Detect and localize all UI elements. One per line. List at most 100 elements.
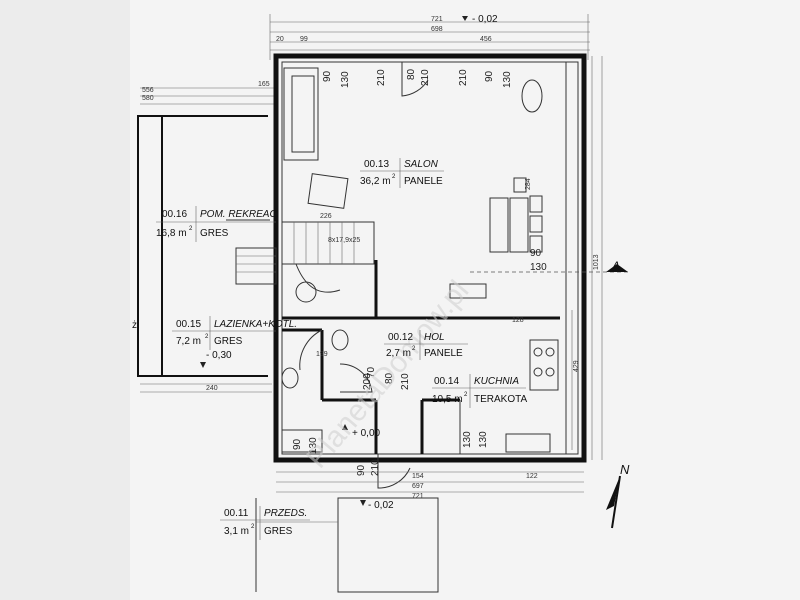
opening-entry-210: 210 xyxy=(370,459,381,476)
level-bottom: - 0,02 xyxy=(368,500,394,511)
room-lazienka: 00.15 LAZIENKA+KOTL. 7,2 m 2 GRES xyxy=(172,316,297,350)
opening-top-3: 210 xyxy=(376,69,387,86)
opening-hol-80: 80 xyxy=(384,372,395,384)
svg-text:GRES: GRES xyxy=(214,336,243,347)
level-top: - 0,02 xyxy=(472,14,498,25)
entrance-porch xyxy=(255,497,439,593)
level-arrow-top xyxy=(462,16,468,21)
svg-text:PANELE: PANELE xyxy=(404,176,443,187)
opening-hol-210: 210 xyxy=(400,373,411,390)
bottom-dimension-lines xyxy=(276,471,584,493)
svg-text:PRZEDS.: PRZEDS. xyxy=(264,508,307,519)
svg-text:3,1 m: 3,1 m xyxy=(224,526,249,537)
room-rekreac: 00.16 POM. REKREAC. 16,8 m 2 GRES xyxy=(156,206,279,242)
svg-text:2: 2 xyxy=(464,392,468,398)
room-salon: 00.13 SALON 36,2 m 2 PANELE xyxy=(360,158,444,188)
svg-text:2: 2 xyxy=(205,334,209,340)
svg-text:GRES: GRES xyxy=(200,228,229,239)
level-arrow-entry xyxy=(342,424,348,430)
svg-text:36,2 m: 36,2 m xyxy=(360,176,391,187)
opening-top-7: 90 xyxy=(484,70,495,82)
svg-text:7,2 m: 7,2 m xyxy=(176,336,201,347)
dim-456-top: 456 xyxy=(480,36,492,43)
opening-right-130: 130 xyxy=(530,262,547,273)
section-mark: A xyxy=(611,259,620,273)
svg-text:SALON: SALON xyxy=(404,159,439,170)
opening-entry-90: 90 xyxy=(356,464,367,476)
svg-text:00.11: 00.11 xyxy=(224,508,249,519)
stairs-dimension: 8x17,9x25 xyxy=(328,237,360,244)
dim-721-top: 721 xyxy=(431,16,443,23)
svg-text:POM. REKREAC.: POM. REKREAC. xyxy=(200,209,279,220)
svg-text:2: 2 xyxy=(189,226,193,232)
svg-text:HOL: HOL xyxy=(424,332,445,343)
svg-text:LAZIENKA+KOTL.: LAZIENKA+KOTL. xyxy=(214,319,297,330)
dim-128: 128 xyxy=(512,317,524,324)
room-przeds: 00.11 PRZEDS. 3,1 m 2 GRES xyxy=(220,506,310,540)
north-arrow-icon xyxy=(606,475,621,529)
level-arrow-bottom xyxy=(360,500,366,506)
svg-text:TERAKOTA: TERAKOTA xyxy=(474,394,527,405)
dim-284: 284 xyxy=(525,178,532,190)
staircase xyxy=(235,221,375,293)
room-kuchnia: 00.14 KUCHNIA 10,5 m 2 TERAKOTA xyxy=(432,374,527,408)
opening-top-5: 210 xyxy=(420,69,431,86)
dim-1013: 1013 xyxy=(593,254,600,270)
svg-text:2: 2 xyxy=(251,524,255,530)
svg-text:00.14: 00.14 xyxy=(434,376,459,387)
opening-hol-70: 70 xyxy=(366,366,377,378)
left-fragment-text: ż xyxy=(132,320,137,331)
level-left: - 0,30 xyxy=(206,350,232,361)
paper-left-shade xyxy=(0,0,130,600)
north-label: N xyxy=(620,462,630,477)
opening-kitchen-130a: 130 xyxy=(462,431,473,448)
dim-165: 165 xyxy=(258,81,270,88)
top-dimension-lines xyxy=(269,14,590,60)
opening-right-90: 90 xyxy=(530,248,542,259)
interior-walls xyxy=(282,260,560,454)
svg-text:00.12: 00.12 xyxy=(388,332,413,343)
svg-text:2: 2 xyxy=(412,346,416,352)
opening-kitchen-130b: 130 xyxy=(478,431,489,448)
top-openings: 90 130 210 80 210 210 90 130 xyxy=(322,68,513,88)
dim-20-top: 20 xyxy=(276,36,284,43)
opening-top-4: 80 xyxy=(406,68,417,80)
svg-text:16,8 m: 16,8 m xyxy=(156,228,187,239)
svg-text:2,7 m: 2,7 m xyxy=(386,348,411,359)
svg-text:00.15: 00.15 xyxy=(176,319,201,330)
dim-226: 226 xyxy=(320,213,332,220)
dim-122: 122 xyxy=(526,473,538,480)
svg-text:PANELE: PANELE xyxy=(424,348,463,359)
dim-429: 429 xyxy=(573,360,580,372)
svg-text:KUCHNIA: KUCHNIA xyxy=(474,376,519,387)
left-neighbour-structure xyxy=(137,87,275,393)
dim-199: 199 xyxy=(316,351,328,358)
furniture xyxy=(281,67,559,453)
opening-top-1: 90 xyxy=(322,70,333,82)
dim-580: 580 xyxy=(142,95,154,102)
dim-240: 240 xyxy=(206,385,218,392)
dim-697: 697 xyxy=(412,483,424,490)
dim-154: 154 xyxy=(412,473,424,480)
opening-top-2: 130 xyxy=(340,71,351,88)
opening-hol-200: 200 xyxy=(362,373,373,390)
svg-text:00.13: 00.13 xyxy=(364,159,389,170)
section-arrow xyxy=(606,264,628,272)
dim-556: 556 xyxy=(142,87,154,94)
svg-text:10,5 m: 10,5 m xyxy=(432,394,463,405)
dim-99-top: 99 xyxy=(300,36,308,43)
opening-top-6: 210 xyxy=(458,69,469,86)
dim-698-top: 698 xyxy=(431,26,443,33)
opening-bath-90: 90 xyxy=(292,438,303,450)
level-arrow-left xyxy=(200,362,206,368)
right-dimension-lines xyxy=(571,56,603,460)
opening-top-8: 130 xyxy=(502,71,513,88)
svg-text:00.16: 00.16 xyxy=(162,209,187,220)
svg-text:GRES: GRES xyxy=(264,526,293,537)
level-entry: + 0,00 xyxy=(352,428,381,439)
svg-text:2: 2 xyxy=(392,174,396,180)
exterior-walls xyxy=(273,53,587,463)
